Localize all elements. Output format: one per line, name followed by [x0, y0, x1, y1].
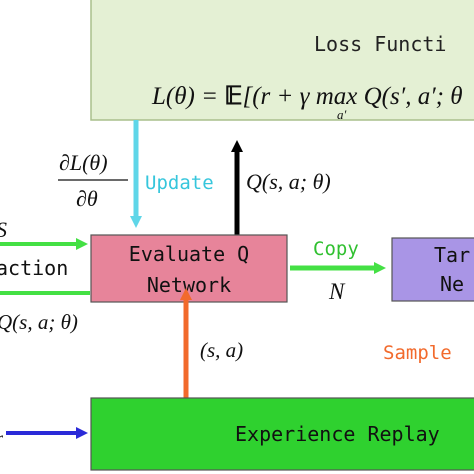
action-label: action: [0, 256, 68, 280]
loss-function-box: [90, 0, 474, 121]
evaluate-box-line1: Evaluate Q: [129, 242, 249, 266]
loss-function-title: Loss Functi: [314, 32, 446, 56]
q-value-label-top: Q(s, a; θ): [246, 169, 331, 194]
q-value-label-left: Q(s, a; θ): [0, 310, 78, 334]
loss-formula-subscript: a′: [337, 107, 347, 122]
reward-label: r: [0, 428, 4, 448]
copy-label: Copy: [313, 238, 359, 260]
state-action-label: (s, a): [200, 338, 243, 362]
gradient-numerator: ∂L(θ): [59, 150, 108, 175]
gradient-denominator: ∂θ: [76, 186, 98, 211]
n-label: N: [328, 279, 346, 304]
update-label: Update: [145, 172, 214, 194]
loss-formula: L(θ) = 𝔼[(r + γ max Q(s′, a′; θ: [151, 83, 463, 110]
experience-replay-label: Experience Replay: [235, 422, 440, 446]
target-box-line2: Ne: [440, 272, 464, 296]
sample-label: Sample: [383, 342, 452, 364]
evaluate-box-line2: Network: [147, 273, 231, 297]
experience-replay-box: [90, 397, 474, 471]
target-box-line1: Tar: [434, 243, 470, 267]
target-network-box: [391, 237, 474, 302]
state-label: S: [0, 217, 7, 242]
